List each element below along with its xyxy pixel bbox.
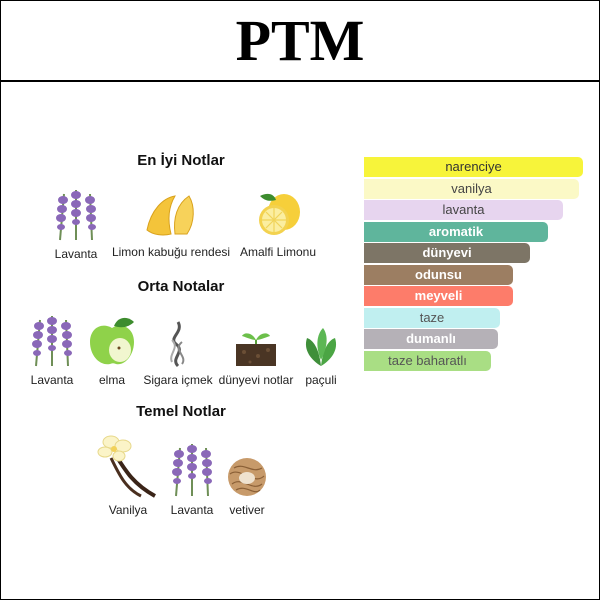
accord-bar-0: narenciye: [364, 157, 583, 177]
accord-bar-8: dumanlı: [364, 329, 498, 349]
note-base-vetiver: vetiver: [224, 456, 270, 517]
smoke-icon: [170, 321, 185, 368]
note-label: Lavanta: [170, 503, 214, 517]
note-base-vanilla: Vanilya: [96, 434, 160, 517]
lavender-icon: [172, 444, 212, 497]
accord-bar-3: aromatik: [364, 221, 548, 242]
note-label: Sigara içmek: [143, 373, 213, 387]
lavender-icon: [32, 316, 72, 367]
note-mid-earthy: dünyevi notlar: [216, 322, 296, 387]
apple-icon: [90, 317, 134, 365]
lavender-icon: [56, 190, 96, 241]
accord-bar-5: odunsu: [364, 264, 513, 285]
note-label: Lavanta: [30, 373, 74, 387]
accord-bar-2: lavanta: [364, 200, 563, 220]
note-label: Amalfi Limonu: [239, 245, 317, 259]
lemon-peel-icon: [146, 195, 194, 236]
note-top-amalfi-lemon: Amalfi Limonu: [238, 190, 318, 259]
vetiver-root-icon: [228, 458, 266, 496]
brand-title: PTM: [235, 8, 365, 73]
note-mid-lavender: Lavanta: [20, 310, 84, 387]
note-label: Vanilya: [108, 503, 148, 517]
section-title-mid: Orta Notalar: [137, 278, 225, 295]
note-mid-apple: elma: [84, 314, 140, 387]
vanilla-icon: [97, 435, 156, 498]
note-label: dünyevi notlar: [218, 373, 294, 387]
accord-bar-9: taze baharatlı: [364, 350, 491, 371]
note-top-lavender: Lavanta: [44, 182, 108, 261]
note-top-lemon-zest: Limon kabuğu rendesi: [108, 190, 234, 259]
section-title-base: Temel Notlar: [136, 403, 226, 420]
note-label: paçuli: [305, 373, 337, 387]
note-label: Lavanta: [54, 247, 98, 261]
section-title-top: En İyi Notlar: [137, 152, 225, 169]
patchouli-leaf-icon: [305, 328, 337, 366]
lemon-icon: [259, 193, 300, 235]
note-label: vetiver: [229, 503, 265, 517]
accord-bar-6: meyveli: [364, 286, 513, 306]
note-label: elma: [98, 373, 125, 387]
accord-bar-7: taze: [364, 307, 500, 328]
note-mid-smoke: Sigara içmek: [140, 318, 216, 387]
accord-bar-4: dünyevi: [364, 243, 530, 263]
note-base-lavender: Lavanta: [160, 436, 224, 517]
header: PTM: [0, 0, 600, 82]
note-label: Limon kabuğu rendesi: [111, 245, 231, 259]
accord-bar-1: vanilya: [364, 178, 579, 199]
note-mid-patchouli: paçuli: [298, 326, 344, 387]
soil-sprout-icon: [236, 333, 276, 366]
